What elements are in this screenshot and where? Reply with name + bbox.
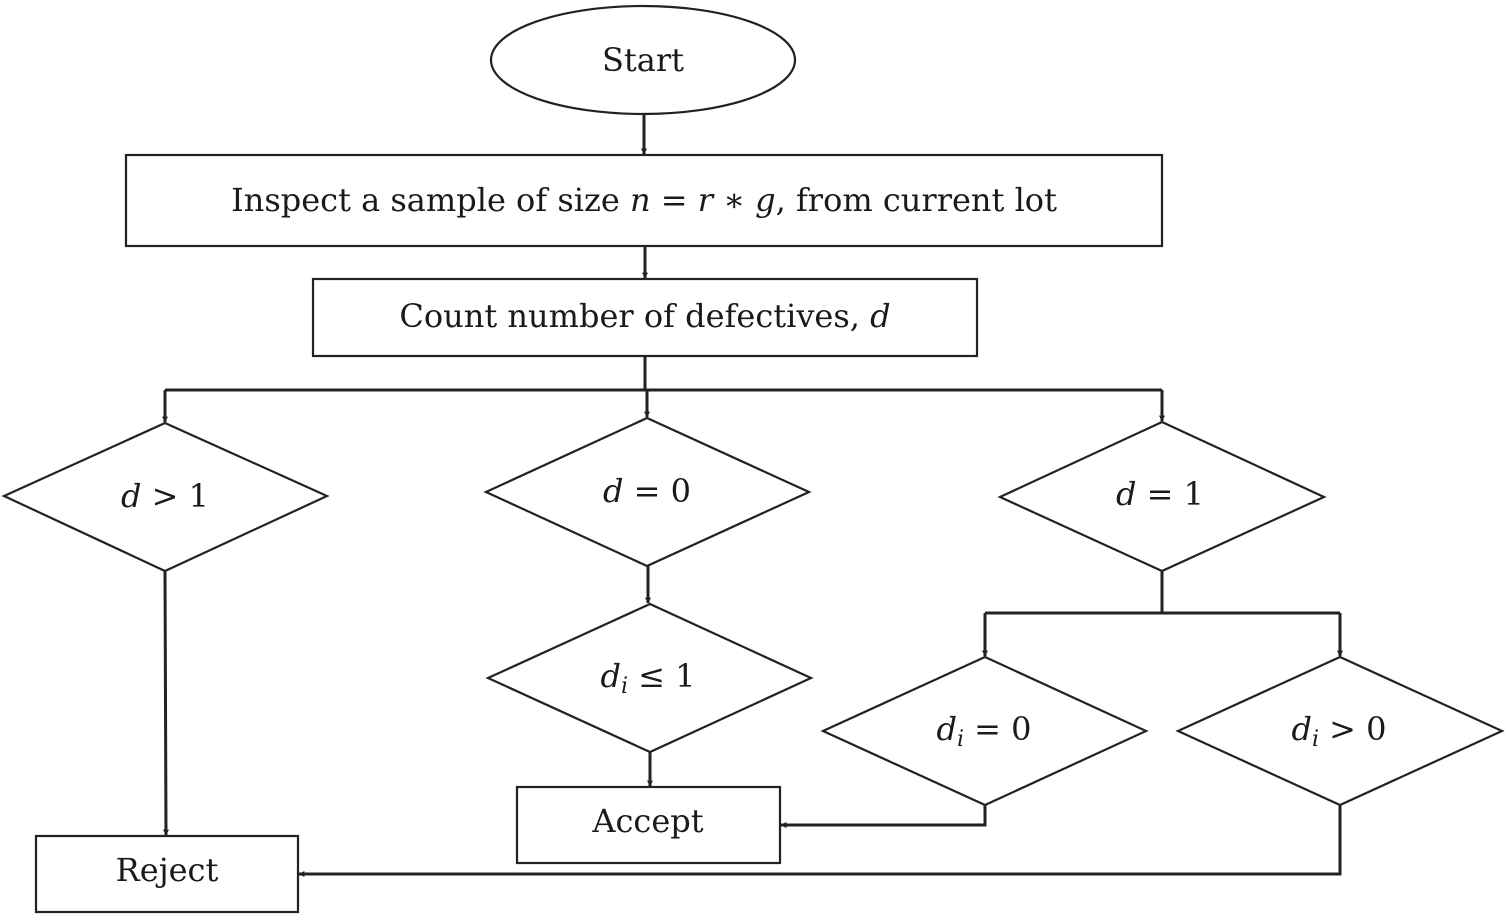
- accept-node: Accept: [515, 785, 782, 865]
- start-node: Start: [489, 4, 797, 116]
- count-defectives-label: Count number of defectives, d: [399, 297, 890, 335]
- decision-di-eq-0-label: di = 0: [936, 710, 1031, 752]
- arrow-di-gt-0-to-reject: [298, 805, 1342, 877]
- decision-d-eq-0-label: d = 0: [603, 472, 691, 510]
- decision-d-gt-1-label: d > 1: [121, 477, 209, 515]
- decision-di-le-1-label: di ≤ 1: [600, 657, 695, 699]
- accept-label: Accept: [591, 802, 703, 840]
- decision-d-eq-1-label: d = 1: [1116, 475, 1204, 513]
- decision-di-gt-0: di > 0: [1175, 655, 1505, 807]
- decision-d-eq-1: d = 1: [997, 420, 1327, 573]
- inspect-sample-node: Inspect a sample of size n = r ∗ g, from…: [124, 153, 1164, 248]
- reject-node: Reject: [34, 834, 300, 914]
- inspect-sample-label: Inspect a sample of size n = r ∗ g, from…: [231, 181, 1057, 219]
- count-defectives-node: Count number of defectives, d: [311, 277, 979, 358]
- reject-label: Reject: [116, 851, 219, 889]
- decision-di-eq-0: di = 0: [820, 655, 1149, 807]
- start-label: Start: [602, 41, 684, 79]
- decision-d-gt-1: d > 1: [1, 421, 330, 573]
- decision-di-le-1: di ≤ 1: [485, 602, 814, 754]
- arrow-di-eq-0-to-accept: [780, 805, 987, 828]
- decision-di-gt-0-label: di > 0: [1291, 710, 1386, 752]
- decision-d-eq-0: d = 0: [483, 416, 812, 568]
- arrow-d-gt-1-to-reject: [162, 570, 169, 836]
